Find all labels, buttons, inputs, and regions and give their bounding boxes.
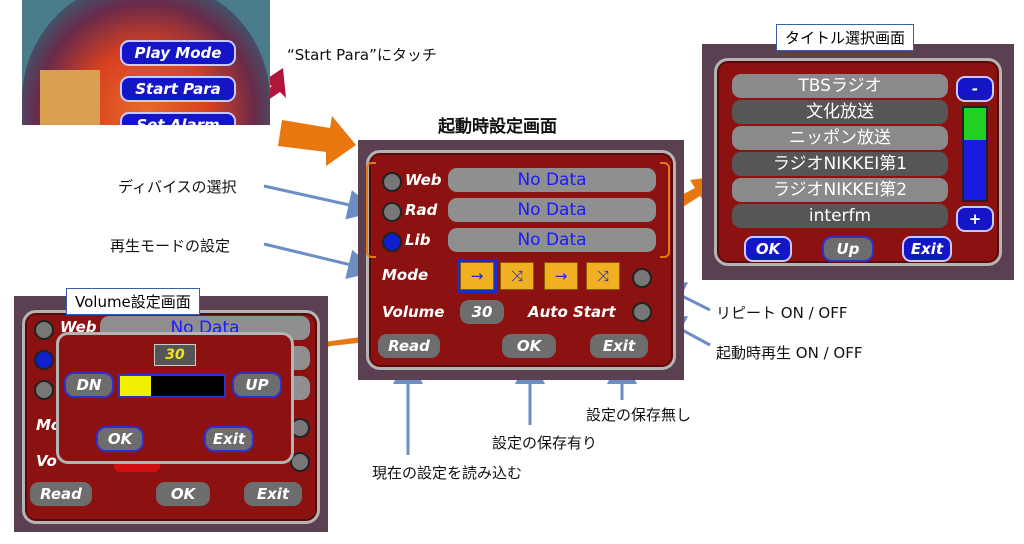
device-radio-lib[interactable]: [382, 232, 402, 252]
mode-shuffle-button[interactable]: ⤨: [500, 262, 534, 290]
start-para-button[interactable]: Start Para: [120, 76, 236, 102]
mode-sequential-button[interactable]: →: [457, 259, 497, 293]
device-label-web: Web: [405, 171, 442, 189]
volume-readout: 30: [154, 344, 196, 366]
bg-read-button: Read: [30, 482, 92, 506]
bracket-right: [660, 162, 670, 258]
annot-autoplay: 起動時再生 ON / OFF: [716, 344, 863, 362]
bg-radio-lib: [34, 380, 54, 400]
bg-label-mo: Mo: [36, 416, 62, 434]
annot-play-mode: 再生モードの設定: [110, 237, 231, 255]
annot-device-select: ディバイスの選択: [118, 178, 237, 196]
volume-up-button[interactable]: UP: [232, 372, 282, 398]
bg-radio-rad: [34, 350, 54, 370]
title-exit-button[interactable]: Exit: [902, 236, 952, 262]
scroll-minus-button[interactable]: -: [956, 76, 994, 102]
jukebox-side-panel: [40, 70, 100, 125]
annot-save: 設定の保存有り: [492, 434, 598, 452]
title-item-3[interactable]: ニッポン放送: [732, 126, 948, 150]
device-label-rad: Rad: [405, 201, 438, 219]
title-item-6[interactable]: interfm: [732, 204, 948, 228]
volume-ok-button[interactable]: OK: [96, 426, 144, 452]
annot-no-save: 設定の保存無し: [586, 406, 692, 424]
device-value-rad: No Data: [448, 198, 656, 222]
title-item-2[interactable]: 文化放送: [732, 100, 948, 124]
exit-button[interactable]: Exit: [590, 334, 648, 358]
volume-dn-button[interactable]: DN: [64, 372, 114, 398]
bracket-left: [366, 162, 376, 258]
device-radio-rad[interactable]: [382, 202, 402, 222]
bg-radio-web: [34, 320, 54, 340]
jukebox-screen: Play Mode Start Para Set Alarm: [22, 0, 270, 125]
title-ok-button[interactable]: OK: [744, 236, 792, 262]
startup-title: 起動時設定画面: [438, 117, 557, 137]
annot-repeat: リピート ON / OFF: [716, 304, 848, 322]
device-value-web: No Data: [448, 168, 656, 192]
volume-exit-button[interactable]: Exit: [204, 426, 254, 452]
scrollbar-track[interactable]: [962, 106, 988, 202]
volume-level-bar[interactable]: [118, 374, 226, 398]
read-button[interactable]: Read: [378, 334, 440, 358]
auto-start-label: Auto Start: [528, 303, 616, 321]
title-select-heading: タイトル選択画面: [776, 24, 915, 51]
mode-folder-shuffle-button[interactable]: ⤨: [586, 262, 620, 290]
touch-note: “Start Para”にタッチ: [287, 46, 437, 64]
scrollbar-thumb[interactable]: [964, 108, 986, 140]
device-value-lib: No Data: [448, 228, 656, 252]
bg-autostart-toggle: [290, 452, 310, 472]
set-alarm-button[interactable]: Set Alarm: [120, 112, 236, 125]
bg-label-vo: Vo: [36, 452, 57, 470]
volume-level-fill: [120, 376, 152, 396]
bg-label-web: Web: [60, 318, 97, 336]
play-mode-button[interactable]: Play Mode: [120, 40, 236, 66]
annot-read-current: 現在の設定を読み込む: [372, 464, 523, 482]
volume-label: Volume: [382, 303, 445, 321]
orange-arrow-main: [278, 116, 356, 166]
repeat-toggle[interactable]: [632, 268, 652, 288]
title-up-button[interactable]: Up: [822, 236, 874, 262]
title-item-4[interactable]: ラジオNIKKEI第1: [732, 152, 948, 176]
device-radio-web[interactable]: [382, 172, 402, 192]
title-item-1[interactable]: TBSラジオ: [732, 74, 948, 98]
device-label-lib: Lib: [405, 231, 431, 249]
bg-exit-button: Exit: [244, 482, 302, 506]
scroll-plus-button[interactable]: +: [956, 206, 994, 232]
volume-heading: Volume設定画面: [66, 288, 200, 315]
mode-label: Mode: [382, 266, 429, 284]
auto-start-toggle[interactable]: [632, 302, 652, 322]
ok-button[interactable]: OK: [502, 334, 556, 358]
volume-value-button[interactable]: 30: [460, 300, 504, 324]
mode-folder-sequential-button[interactable]: →: [544, 262, 578, 290]
bg-ok-button: OK: [156, 482, 210, 506]
title-item-5[interactable]: ラジオNIKKEI第2: [732, 178, 948, 202]
